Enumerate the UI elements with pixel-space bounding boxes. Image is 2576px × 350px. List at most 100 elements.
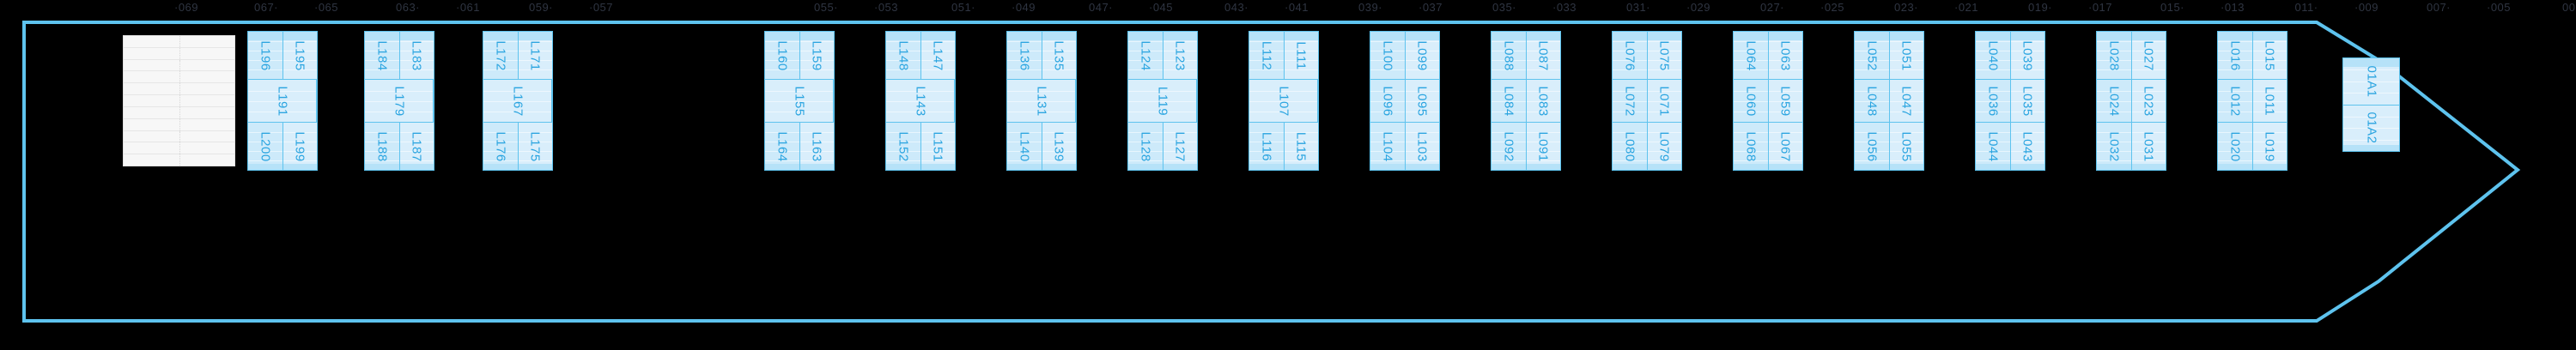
stack-cell-L135[interactable]: L135 <box>1042 32 1076 80</box>
stack-cell-L199[interactable]: L199 <box>283 123 317 170</box>
stack-cell-L176[interactable]: L176 <box>483 123 519 170</box>
stack-cell-L187[interactable]: L187 <box>399 123 434 170</box>
stack-cell-L191[interactable] <box>248 80 317 123</box>
stack-cell-L100[interactable]: L100 <box>1370 32 1406 80</box>
stack-cell-L072[interactable]: L072 <box>1613 80 1648 123</box>
stack-cell-L064[interactable]: L064 <box>1734 32 1769 80</box>
stack-cell-L172[interactable]: L172 <box>483 32 519 80</box>
bay-band[interactable]: L179 <box>365 80 434 124</box>
stack-cell-L175[interactable]: L175 <box>518 123 552 170</box>
stack-cell-L171[interactable]: L171 <box>518 32 552 80</box>
stack-cell-L104[interactable]: L104 <box>1370 123 1406 170</box>
stack-cell-L196[interactable]: L196 <box>248 32 283 80</box>
stack-cell-L124[interactable]: L124 <box>1128 32 1163 80</box>
stack-cell-L147[interactable]: L147 <box>920 32 955 80</box>
stack-cell-L047[interactable]: L047 <box>1889 80 1923 123</box>
stack-cell-L051[interactable]: L051 <box>1889 32 1923 80</box>
bay-band[interactable]: L167 <box>483 80 552 124</box>
stack-cell-L099[interactable]: L099 <box>1405 32 1439 80</box>
stack-cell-L020[interactable]: L020 <box>2218 123 2253 170</box>
stack-cell-L195[interactable]: L195 <box>283 32 317 80</box>
bay-band[interactable]: L191 <box>248 80 317 124</box>
stack-cell-01A2[interactable]: 01A2 <box>2343 105 2399 151</box>
stack-cell-L167[interactable] <box>483 80 552 123</box>
stack-cell-L131[interactable] <box>1007 80 1076 123</box>
stack-cell-L160[interactable]: L160 <box>765 32 800 80</box>
stack-cell-L159[interactable]: L159 <box>799 32 834 80</box>
bay-band[interactable]: L107 <box>1249 80 1318 124</box>
stack-cell-L115[interactable]: L115 <box>1284 123 1318 170</box>
stack-cell-L083[interactable]: L083 <box>1526 80 1560 123</box>
stack-cell-L188[interactable]: L188 <box>365 123 400 170</box>
bay-band[interactable]: L131 <box>1007 80 1076 124</box>
stack-cell-L080[interactable]: L080 <box>1613 123 1648 170</box>
stack-cell-L036[interactable]: L036 <box>1976 80 2011 123</box>
stack-cell-L012[interactable]: L012 <box>2218 80 2253 123</box>
stack-cell-L087[interactable]: L087 <box>1526 32 1560 80</box>
stack-cell-L123[interactable]: L123 <box>1163 32 1197 80</box>
stack-cell-L071[interactable]: L071 <box>1647 80 1681 123</box>
stack-cell-L143[interactable] <box>886 80 955 123</box>
stack-cell-L043[interactable]: L043 <box>2010 123 2044 170</box>
stack-cell-L127[interactable]: L127 <box>1163 123 1197 170</box>
bow-band[interactable]: 01A2 <box>2343 105 2399 151</box>
stack-cell-L107[interactable] <box>1249 80 1318 123</box>
stack-cell-L011[interactable]: L011 <box>2252 80 2287 123</box>
stack-cell-L079[interactable]: L079 <box>1647 123 1681 170</box>
stack-cell-L031[interactable]: L031 <box>2131 123 2166 170</box>
stack-cell-L016[interactable]: L016 <box>2218 32 2253 80</box>
stack-cell-L163[interactable]: L163 <box>799 123 834 170</box>
stack-cell-L039[interactable]: L039 <box>2010 32 2044 80</box>
stack-cell-L136[interactable]: L136 <box>1007 32 1042 80</box>
stack-cell-L151[interactable]: L151 <box>920 123 955 170</box>
stack-cell-L060[interactable]: L060 <box>1734 80 1769 123</box>
stack-cell-L059[interactable]: L059 <box>1768 80 1802 123</box>
stack-cell-01A1[interactable]: 01A1 <box>2343 58 2399 105</box>
bay-band[interactable]: L155 <box>765 80 834 124</box>
stack-cell-L084[interactable]: L084 <box>1492 80 1527 123</box>
accommodation-block[interactable] <box>123 35 235 166</box>
stack-cell-L015[interactable]: L015 <box>2252 32 2287 80</box>
bay-band[interactable]: L119 <box>1128 80 1197 124</box>
bow-band[interactable]: 01A1 <box>2343 58 2399 106</box>
stack-cell-L032[interactable]: L032 <box>2097 123 2132 170</box>
stack-cell-L075[interactable]: L075 <box>1647 32 1681 80</box>
stack-cell-L092[interactable]: L092 <box>1492 123 1527 170</box>
stack-cell-L116[interactable]: L116 <box>1249 123 1285 170</box>
